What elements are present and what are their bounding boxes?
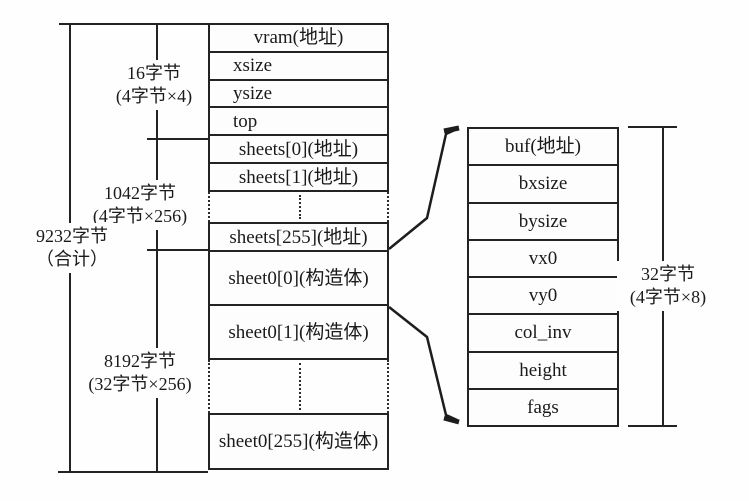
ellipsis-gap-sheet0 <box>208 360 389 413</box>
field-row-ysize: ysize <box>210 81 387 109</box>
label-line: 1042字节 <box>104 183 176 203</box>
field-row-bysize: bysize <box>469 204 617 241</box>
field-row-vram: vram(地址) <box>210 25 387 53</box>
label-sheet0-bytes: 8192字节 (32字节×256) <box>72 348 208 398</box>
field-row-height: height <box>469 353 617 390</box>
field-row-sheets0: sheets[0](地址) <box>210 136 387 165</box>
field-row-fags: fags <box>527 396 559 418</box>
label-line: 9232字节 <box>36 226 108 246</box>
label-struct-bytes: 32字节 (4字节×8) <box>617 261 719 311</box>
sheet-struct-box: buf(地址) bxsize bysize vx0 vy0 col_inv he… <box>467 127 619 427</box>
vertical-ellipsis <box>298 363 301 410</box>
label-line: （合计） <box>36 249 108 269</box>
field-row-col-inv: col_inv <box>469 315 617 353</box>
connector-top-line <box>388 127 458 250</box>
vertical-ellipsis <box>298 195 301 219</box>
field-row-sheets1: sheets[1](地址) <box>238 166 359 188</box>
label-line: 16字节 <box>127 63 181 83</box>
label-line: 32字节 <box>641 264 695 284</box>
shtctl-struct-box-middle: sheets[255](地址) sheet0[0](构造体) sheet0[1]… <box>208 222 389 360</box>
field-row-sheet0-255: sheet0[255](构造体) <box>218 431 379 452</box>
field-row-top: top <box>210 108 387 137</box>
label-line: (4字节×4) <box>115 86 193 106</box>
label-total-bytes: 9232字节 （合计） <box>24 223 120 273</box>
label-sheets-bytes: 1042字节 (4字节×256) <box>74 180 206 230</box>
shtctl-struct-box-bottom: sheet0[255](构造体) <box>208 413 389 470</box>
shtctl-struct-box-top: vram(地址) xsize ysize top sheets[0](地址) s… <box>208 23 389 192</box>
field-row-buf: buf(地址) <box>469 129 617 167</box>
field-row-xsize: xsize <box>210 53 387 81</box>
field-row-vx0: vx0 <box>469 241 617 278</box>
field-row-sheet0-1: sheet0[1](构造体) <box>228 321 369 343</box>
connector-bottom-cap <box>443 415 460 425</box>
field-row-sheets255: sheets[255](地址) <box>210 224 387 252</box>
label-header-bytes: 16字节 (4字节×4) <box>100 60 208 110</box>
ellipsis-gap-sheets <box>208 192 389 222</box>
field-row-sheet0-0: sheet0[0](构造体) <box>210 252 387 306</box>
label-line: 8192字节 <box>104 351 176 371</box>
connector-top-cap <box>443 125 460 134</box>
connector-bottom-line <box>388 306 458 422</box>
field-row-bxsize: bxsize <box>469 166 617 204</box>
field-row-vy0: vy0 <box>469 278 617 316</box>
label-line: (4字节×8) <box>629 287 707 307</box>
label-line: (4字节×256) <box>92 206 188 226</box>
label-line: (32字节×256) <box>88 374 192 394</box>
